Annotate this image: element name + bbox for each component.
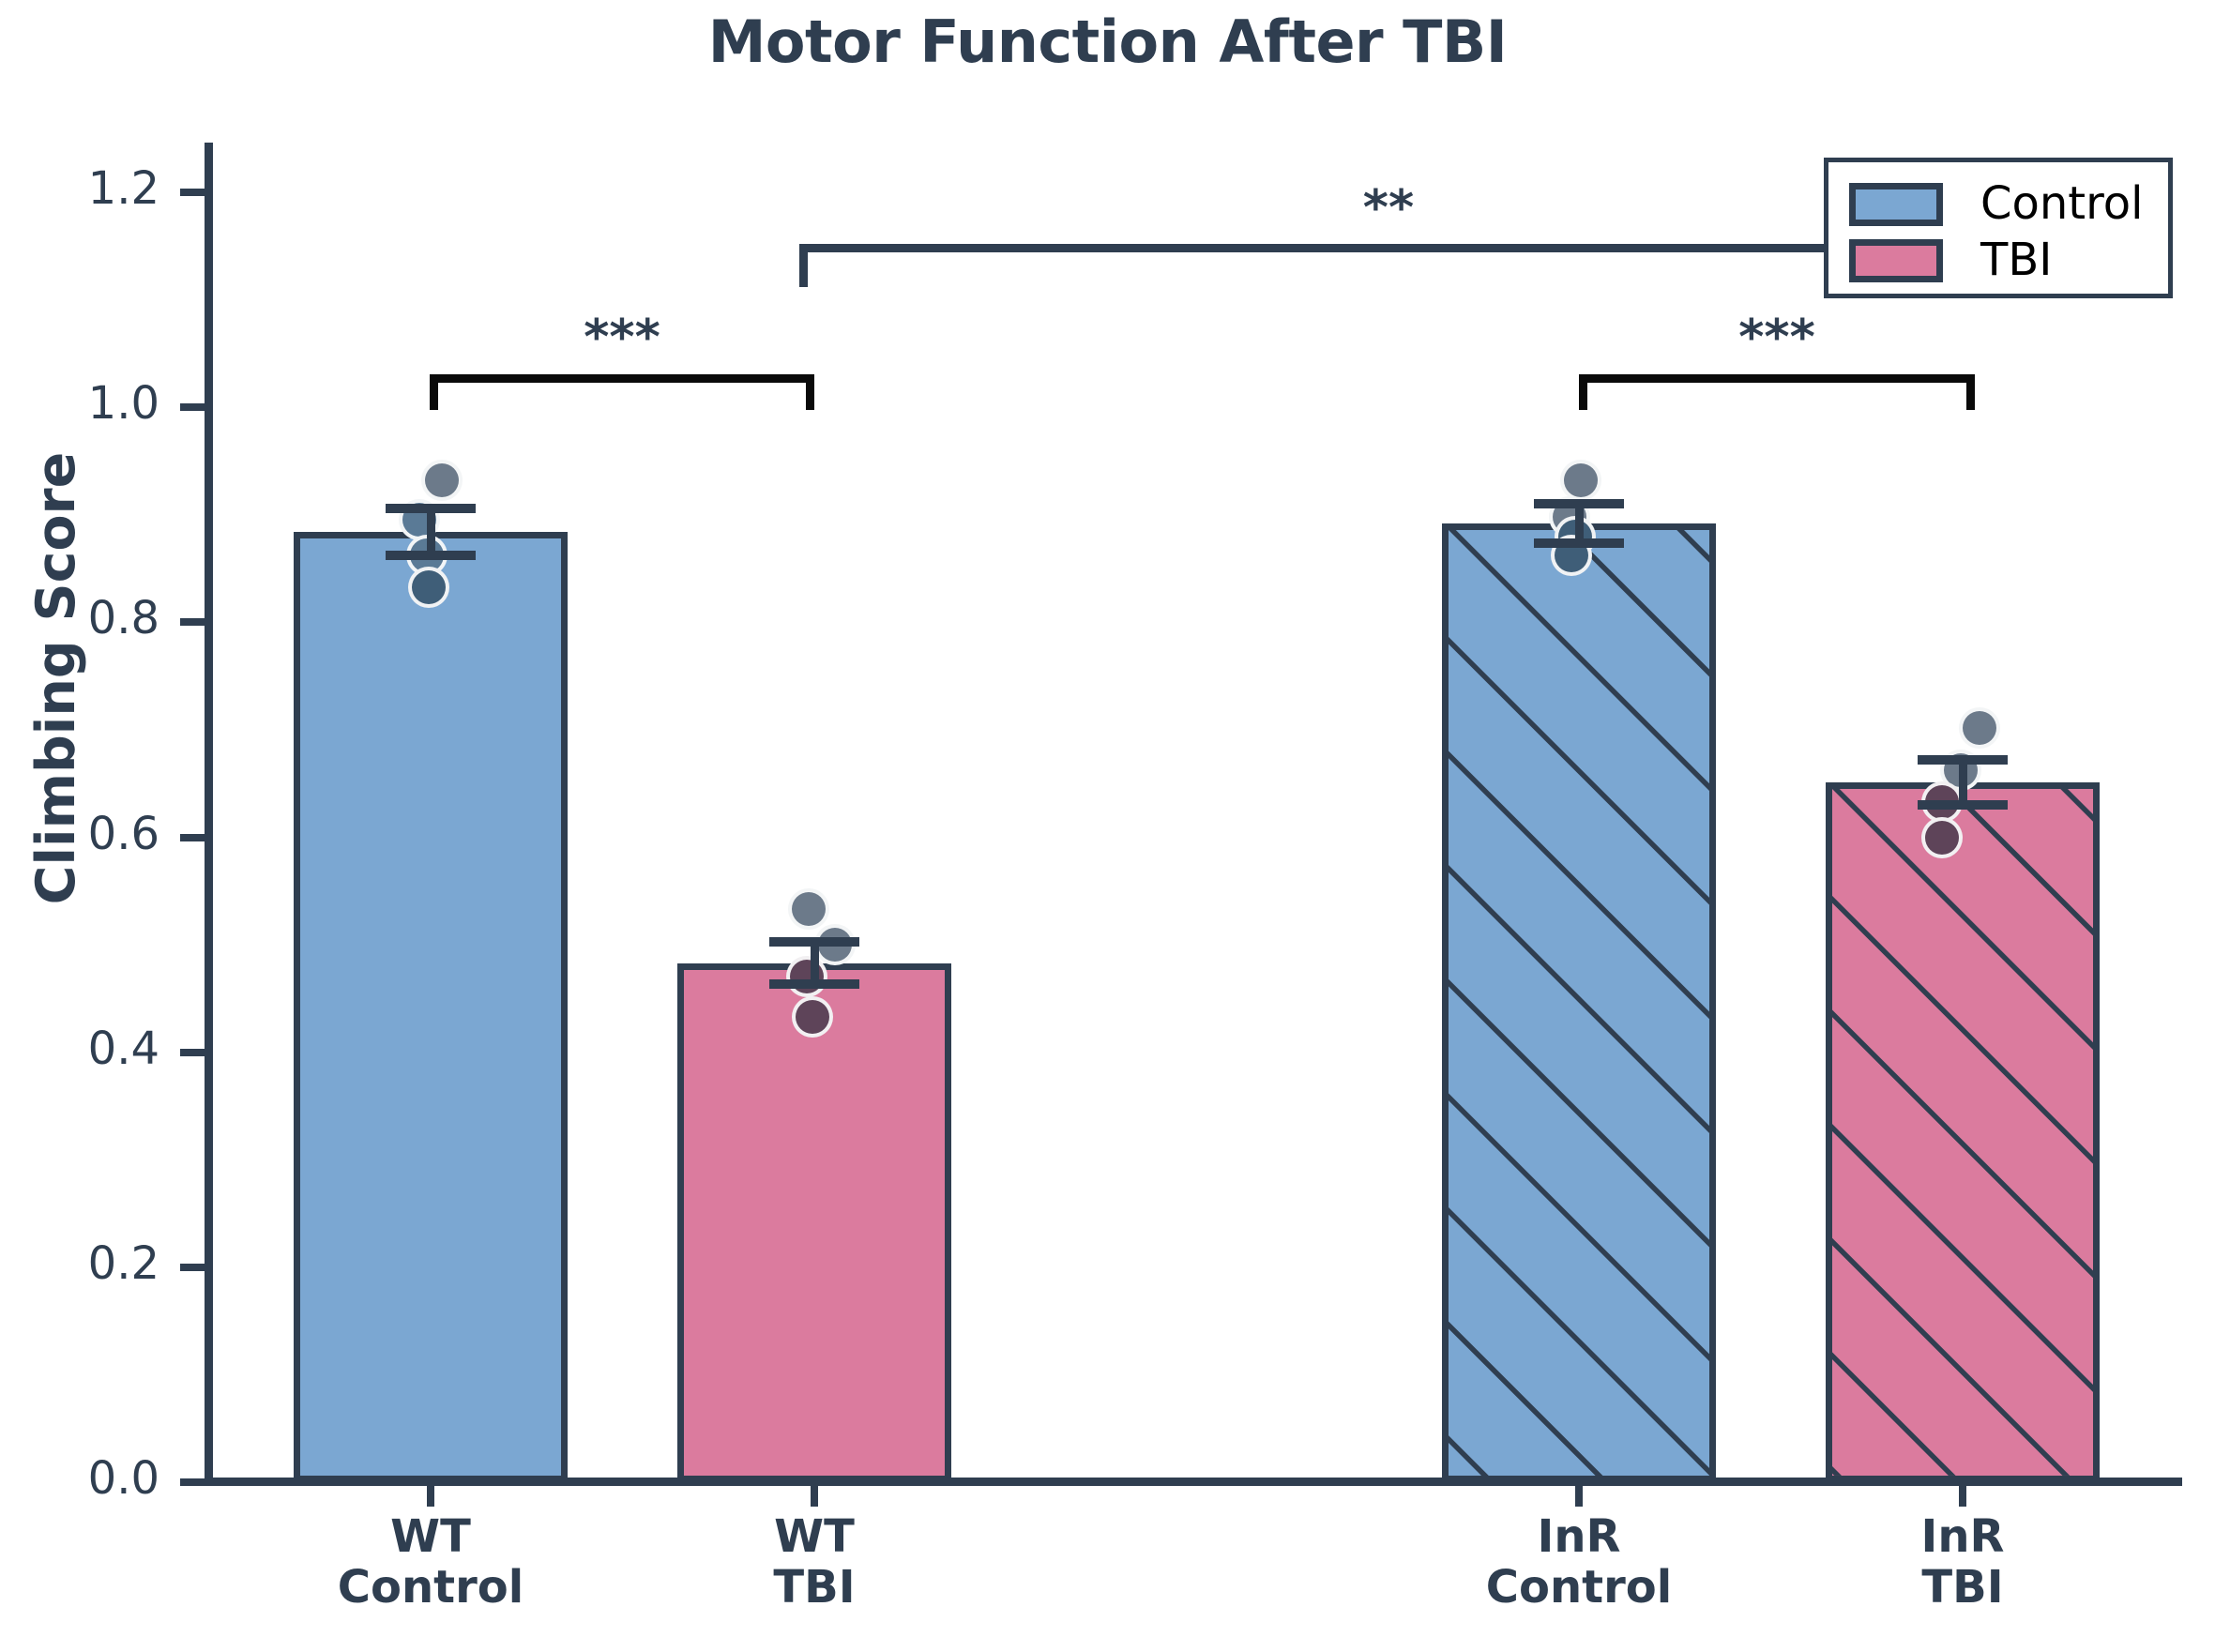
x-tick-label-line: WT (390, 1510, 471, 1563)
legend-swatch-tbi (1849, 239, 1943, 282)
x-tick-mark (1575, 1486, 1583, 1507)
error-bar-line (811, 941, 819, 985)
error-bar-line (1959, 760, 1967, 806)
y-axis-title: Climbing Score (25, 451, 87, 905)
error-bar-cap (769, 936, 859, 947)
bar-hatch-pattern (1449, 529, 1709, 1476)
x-tick-mark (811, 1486, 818, 1507)
y-tick-label: 0.8 (87, 592, 159, 645)
y-tick-mark (180, 403, 205, 412)
error-bar-cap (1918, 755, 2008, 765)
legend-swatch-control (1849, 183, 1943, 226)
bar-2[interactable] (677, 962, 951, 1482)
error-bar-cap (1534, 538, 1624, 548)
significance-label-3: *** (1738, 310, 1815, 366)
error-bar-cap (1918, 800, 2008, 811)
error-bar-cap (1534, 499, 1624, 509)
scatter-point (792, 995, 833, 1038)
legend[interactable]: Control TBI (1824, 158, 2173, 298)
x-tick-label-line: Control (1485, 1560, 1673, 1614)
y-tick-label: 1.2 (87, 162, 159, 215)
legend-label-tbi: TBI (1980, 234, 2053, 286)
significance-bracket-3 (1579, 374, 1975, 383)
significance-label-2: ** (1362, 180, 1415, 236)
chart-title: Motor Function After TBI (707, 8, 1508, 76)
scatter-point (786, 956, 827, 998)
y-tick-mark (180, 1478, 205, 1486)
significance-bracket-tick (799, 244, 808, 287)
significance-label-1: *** (584, 310, 660, 366)
y-tick-mark (180, 1263, 205, 1271)
scatter-point (421, 460, 463, 502)
error-bar-cap (386, 551, 476, 561)
x-axis-spine (205, 1478, 2182, 1486)
x-tick-label-line: TBI (773, 1560, 856, 1614)
significance-bracket-tick (430, 374, 438, 410)
y-tick-label: 0.2 (87, 1236, 159, 1290)
x-tick-label-line: InR (1920, 1510, 2005, 1563)
scatter-point (788, 888, 829, 931)
scatter-point (408, 566, 449, 608)
y-axis-spine (205, 143, 213, 1486)
bar-3[interactable] (1442, 523, 1716, 1482)
y-tick-label: 1.0 (87, 377, 159, 431)
significance-bracket-2 (799, 244, 1955, 252)
bar-4[interactable] (1826, 782, 2100, 1482)
y-tick-label: 0.0 (87, 1452, 159, 1505)
significance-bracket-tick (1966, 374, 1975, 410)
scatter-point (1560, 460, 1601, 502)
x-tick-label-line: WT (774, 1510, 855, 1563)
y-tick-label: 0.6 (87, 807, 159, 860)
significance-bracket-1 (430, 374, 814, 383)
error-bar-cap (386, 503, 476, 513)
bar-1[interactable] (294, 532, 568, 1482)
y-tick-mark (180, 833, 205, 841)
legend-label-control: Control (1980, 177, 2144, 230)
error-bar-line (1575, 504, 1584, 543)
x-tick-label-line: Control (337, 1560, 524, 1614)
scatter-point (1959, 706, 2000, 749)
scatter-point (1921, 816, 1963, 858)
bar-hatch-pattern (1832, 789, 2093, 1476)
y-tick-mark (180, 1048, 205, 1056)
x-tick-label-line: TBI (1921, 1560, 2004, 1614)
x-tick-mark (427, 1486, 434, 1507)
error-bar-line (427, 508, 435, 556)
significance-bracket-tick (806, 374, 814, 410)
y-tick-mark (180, 189, 205, 196)
y-tick-label: 0.4 (87, 1022, 159, 1075)
error-bar-cap (769, 979, 859, 990)
significance-bracket-tick (1579, 374, 1587, 410)
x-tick-mark (1959, 1486, 1966, 1507)
x-tick-label-line: InR (1537, 1510, 1621, 1563)
y-tick-mark (180, 618, 205, 627)
